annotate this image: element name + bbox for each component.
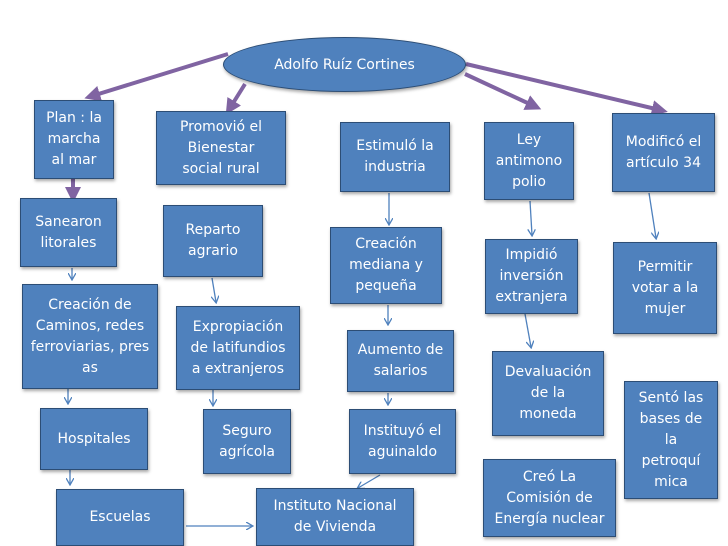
node-aumento: Aumento de salarios <box>347 330 454 392</box>
node-estimulo: Estimuló la industria <box>340 122 450 192</box>
arrow-title-to-promovio <box>225 82 247 115</box>
arrow-modifico-to-permitir <box>648 192 656 238</box>
node-aguinaldo: Instituyó el aguinaldo <box>349 409 456 474</box>
node-escuelas: Escuelas <box>56 489 184 546</box>
central-topic: Adolfo Ruíz Cortines <box>223 37 466 92</box>
node-expropiacion: Expropiación de latifundios a extranjero… <box>176 306 300 390</box>
node-creacion-mediana: Creación mediana y pequeña <box>330 227 442 304</box>
node-sanearon: Sanearon litorales <box>20 198 117 267</box>
arrow-title-to-modifico <box>465 62 668 116</box>
node-instituto: Instituto Nacional de Vivienda <box>256 488 414 546</box>
node-comision: Creó La Comisión de Energía nuclear <box>483 459 616 537</box>
node-hospitales: Hospitales <box>40 408 148 470</box>
node-seguro: Seguro agrícola <box>203 409 291 474</box>
node-permitir: Permitir votar a la mujer <box>613 242 717 334</box>
node-modifico: Modificó el artículo 34 <box>612 113 715 192</box>
arrow-reparto-to-expropiacion <box>212 277 216 302</box>
node-ley: Ley antimono polio <box>484 122 574 200</box>
node-reparto: Reparto agrario <box>163 205 263 277</box>
node-promovio: Promovió el Bienestar social rural <box>156 111 286 185</box>
arrow-aguinaldo-to-instituto <box>358 474 381 488</box>
node-creacion-caminos: Creación de Caminos, redes ferroviarias,… <box>22 284 158 389</box>
arrow-impidio-to-devaluacion <box>524 313 531 347</box>
node-sento: Sentó las bases de la petroquí mica <box>624 381 718 499</box>
arrow-title-to-plan <box>84 52 229 102</box>
arrow-title-to-ley <box>464 72 542 110</box>
arrow-ley-to-impidio <box>530 200 532 235</box>
node-devaluacion: Devaluación de la moneda <box>492 351 604 436</box>
node-plan-marcha: Plan : la marcha al mar <box>34 100 114 179</box>
node-impidio: Impidió inversión extranjera <box>485 239 578 314</box>
